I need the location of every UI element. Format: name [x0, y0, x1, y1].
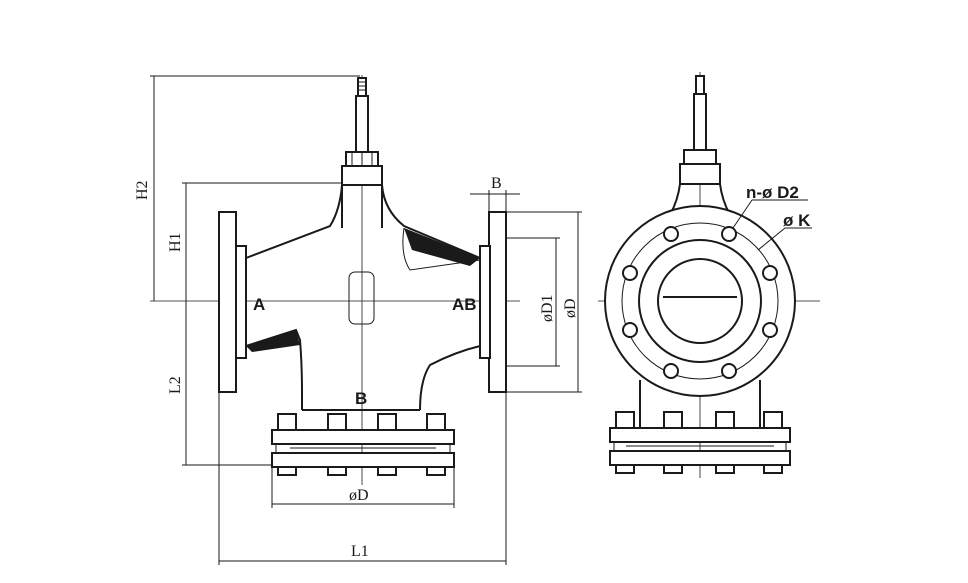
bottom-bolts	[277, 413, 446, 476]
bolt-nut	[615, 464, 635, 474]
bottom-flange-upper	[271, 429, 455, 445]
side-bonnet	[679, 163, 721, 185]
bolt-hole	[663, 363, 679, 379]
bolt-nut	[663, 464, 683, 474]
side-stem-top	[695, 75, 705, 95]
bolt-nut	[327, 466, 347, 476]
bonnet	[341, 165, 383, 186]
dim-d1-label: øD1	[539, 294, 556, 322]
dim-l2-label: L2	[167, 376, 184, 394]
front-view: A AB B H2 H1 L2 L1 øD B øD1 øD	[134, 75, 582, 565]
bolt-hole	[663, 226, 679, 242]
dim-l1-label: L1	[351, 543, 369, 560]
side-bolt-circle	[621, 222, 779, 380]
valve-body-sides	[302, 185, 420, 411]
dim-h2-label: H2	[134, 180, 151, 200]
bolt-nut	[763, 464, 783, 474]
side-bottom-flange-upper	[609, 427, 791, 443]
k-leader	[757, 227, 786, 251]
bolt-hole	[622, 322, 638, 338]
left-flange	[218, 211, 237, 393]
bolt-head	[327, 413, 347, 431]
dim-holes-label: n-ø D2	[746, 183, 799, 202]
bolt-hole	[762, 322, 778, 338]
valve-stem	[355, 95, 369, 153]
bolt-head	[426, 413, 446, 431]
bolt-nut	[277, 466, 297, 476]
bottom-flange-gap	[275, 443, 451, 454]
side-bottom-flange-lower	[609, 450, 791, 466]
right-flange-neck	[479, 245, 491, 359]
bolt-hole	[622, 265, 638, 281]
side-bottom-flange-gap	[613, 441, 787, 452]
side-stem	[693, 93, 707, 151]
side-packing-nut	[683, 149, 717, 165]
holes-leader	[732, 199, 753, 229]
side-view: n-ø D2 ø K	[598, 72, 820, 478]
bolt-head	[277, 413, 297, 431]
bolt-head	[377, 413, 397, 431]
bolt-nut	[715, 464, 735, 474]
side-bolt-holes	[622, 226, 778, 379]
side-lower-neck	[639, 380, 761, 430]
left-flange-neck	[235, 245, 247, 359]
bolt-nut	[426, 466, 446, 476]
port-ab-label: AB	[452, 295, 477, 314]
side-bottom-bolts	[615, 411, 783, 474]
port-a-label: A	[253, 295, 265, 314]
dim-h1-label: H1	[167, 232, 184, 252]
left-body-shading	[246, 330, 300, 352]
port-b-label: B	[355, 389, 367, 408]
bottom-flange-lower	[271, 452, 455, 468]
dim-d-label: øD	[562, 298, 579, 318]
valve-body	[245, 184, 481, 411]
right-body-curve	[402, 227, 481, 271]
side-bore	[657, 258, 743, 344]
bolt-head	[763, 411, 783, 429]
dim-k-label: ø K	[783, 211, 811, 230]
dimensions-front	[150, 75, 582, 565]
bolt-head	[663, 411, 683, 429]
bolt-hole	[762, 265, 778, 281]
body-slot	[348, 271, 375, 325]
stem-top	[357, 77, 367, 97]
bolt-hole	[721, 363, 737, 379]
bolt-head	[715, 411, 735, 429]
right-flange	[488, 211, 507, 393]
right-body-shading	[404, 228, 480, 266]
bolt-nut	[377, 466, 397, 476]
dim-b-label: B	[491, 175, 502, 192]
bolt-head	[615, 411, 635, 429]
dim-bottom-d-label: øD	[349, 487, 369, 504]
bolt-hole	[721, 226, 737, 242]
